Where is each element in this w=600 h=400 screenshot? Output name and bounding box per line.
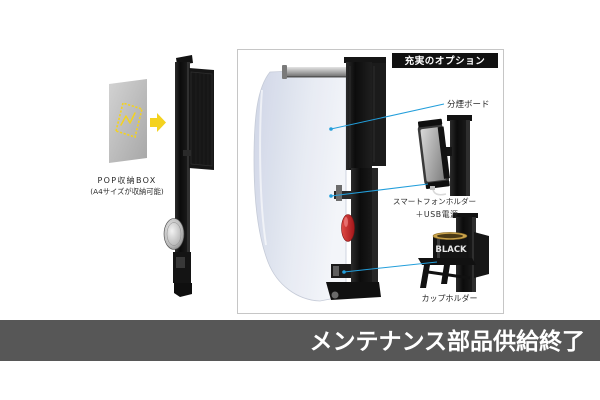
cup-shine xyxy=(437,238,440,261)
cup-opening xyxy=(437,233,463,239)
cup-holder-label: カップホルダー xyxy=(422,293,478,303)
arrow-right-icon xyxy=(150,113,166,132)
smartphone-holder-label: スマートフォンホルダー xyxy=(393,196,476,206)
notice-banner-group: メンテナンス部品供給終了 xyxy=(0,320,600,361)
options-stand-base xyxy=(326,282,381,300)
top-mount-rail xyxy=(283,67,349,77)
options-stand-pole-side xyxy=(372,168,378,282)
options-stand-cap xyxy=(344,57,386,63)
callout-dot-smartphone-holder xyxy=(329,194,333,198)
options-stand-storage-box xyxy=(372,63,386,166)
pop-box-capacity-note: (A4サイズが収納可能) xyxy=(90,187,164,196)
cup-holder-ring xyxy=(418,258,476,265)
stand-pole-edge xyxy=(187,62,190,284)
options-panel: 充実のオプション xyxy=(237,49,504,314)
partition-board-highlight xyxy=(259,89,267,246)
smartphone xyxy=(417,118,450,189)
options-stand xyxy=(326,57,386,300)
storage-box-front xyxy=(190,71,213,167)
phone-photo-pole xyxy=(450,120,470,196)
pop-box-section: POP収納BOX (A4サイズが収納可能) xyxy=(90,55,214,297)
cup-holder-side-bracket xyxy=(474,232,489,278)
stand-base-foot xyxy=(174,283,192,297)
red-power-unit xyxy=(341,214,355,242)
callout-line-cup-holder xyxy=(343,261,438,273)
cup-holder-brace xyxy=(427,270,471,280)
top-mount-rail-end xyxy=(282,65,287,79)
phone-photo-pole-side xyxy=(466,120,470,196)
cup-photo-pole-cap xyxy=(453,213,478,218)
pop-sheet-doodle xyxy=(115,101,143,139)
pop-sheet-doodle-mark xyxy=(120,112,136,126)
stand-disc-rim xyxy=(166,222,182,246)
phone-photo-pole-cap xyxy=(447,115,472,121)
cup-mount-plate xyxy=(333,266,339,276)
options-heading: 充実のオプション xyxy=(405,55,486,67)
partition-board xyxy=(253,68,347,302)
pop-sheet-illustration xyxy=(109,79,147,163)
callout-line-smartphone-holder xyxy=(330,183,429,197)
cup-print-text: BLACK xyxy=(435,245,467,255)
phone-holder-top-clip xyxy=(417,118,443,128)
options-stand-wheel xyxy=(331,291,339,299)
notice-banner xyxy=(0,320,600,361)
top-mount-rail-shadow xyxy=(285,76,347,78)
smartphone-holder-sublabel: ＋USB電源 xyxy=(416,210,459,219)
usb-plug xyxy=(430,186,435,190)
options-heading-badge xyxy=(392,53,498,68)
stand-bracket xyxy=(183,150,191,156)
phone-mount-plate xyxy=(336,185,342,201)
callouts xyxy=(329,103,445,274)
callout-dot-partition-board xyxy=(329,127,333,131)
cup-holder-leg-left xyxy=(420,265,430,288)
callout-line-partition-board xyxy=(330,103,445,130)
red-power-unit-highlight xyxy=(344,217,348,227)
pop-box-label: POP収納BOX xyxy=(98,175,157,185)
partition-board-label: 分煙ボード xyxy=(447,100,490,110)
smartphone-holder-photo xyxy=(417,115,472,196)
phone-holder-back-plate xyxy=(437,126,450,179)
pop-box-stand xyxy=(163,55,214,297)
stand-lower-panel xyxy=(176,257,185,268)
callout-dot-cup-holder xyxy=(342,270,346,274)
notice-banner-text: メンテナンス部品供給終了 xyxy=(309,328,585,355)
cup-holder-photo: BLACK xyxy=(418,213,489,292)
storage-box-panel xyxy=(189,68,214,170)
